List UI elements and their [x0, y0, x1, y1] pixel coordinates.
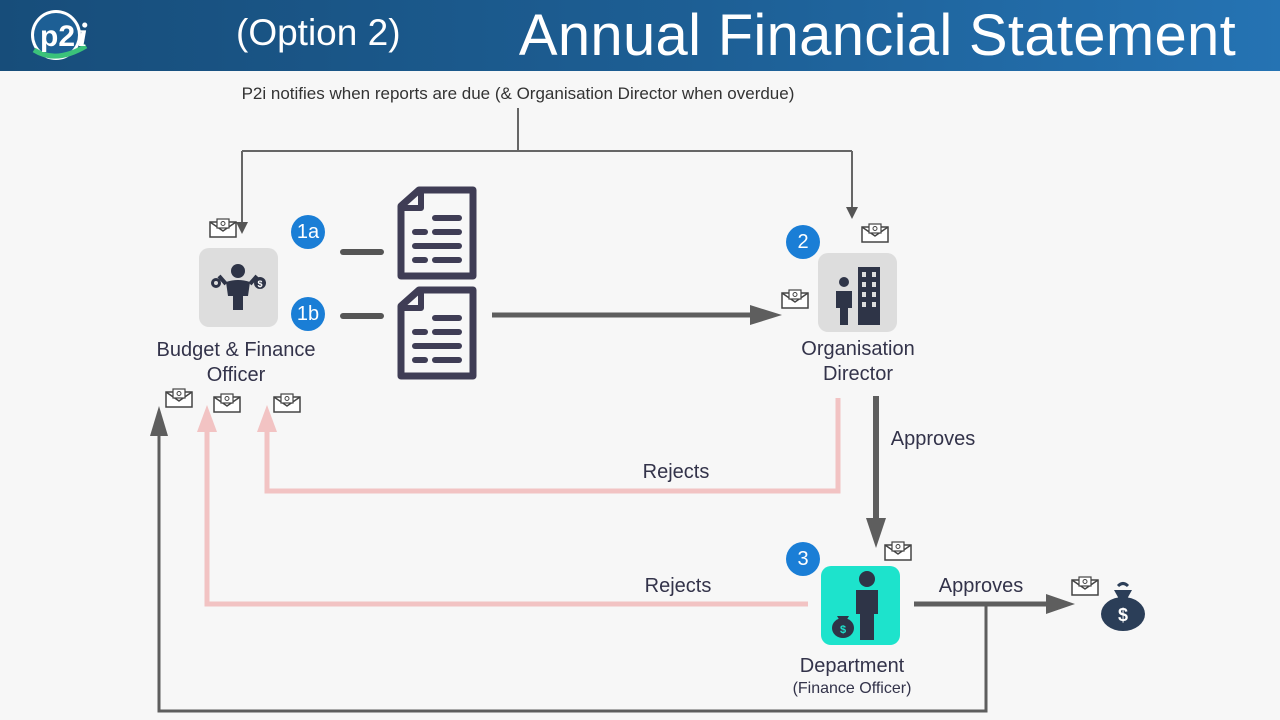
department-rejects-arrowhead	[197, 405, 217, 432]
department-approves-label: Approves	[938, 575, 1024, 597]
notify-arrowhead-director	[846, 207, 858, 219]
header-bar: p2 i (Option 2) Annual Financial Stateme…	[0, 0, 1280, 71]
submit-arrowhead	[750, 305, 782, 325]
money-bag-icon: $	[1101, 582, 1145, 631]
svg-text:$: $	[840, 624, 846, 636]
svg-text:p2: p2	[40, 20, 75, 53]
building-person-icon	[836, 267, 880, 325]
organisation-director-node	[818, 253, 897, 332]
bfo-label-line2: Officer	[206, 364, 266, 386]
budget-finance-officer-node: $	[199, 248, 278, 327]
envelope-icon-bfo-dir-reject	[273, 393, 301, 413]
badge-3: 3	[786, 542, 820, 576]
director-rejects-label: Rejects	[642, 461, 710, 483]
director-rejects-line	[264, 398, 841, 494]
option-label: (Option 2)	[236, 12, 401, 53]
notify-arrowhead-bfo	[236, 222, 248, 234]
director-rejects-arrowhead	[257, 405, 277, 432]
feedback-loop-arrowhead	[150, 406, 168, 436]
svg-text:$: $	[1118, 605, 1128, 625]
badge-1a: 1a	[291, 215, 325, 249]
envelope-icon-bfo-dept-reject	[213, 393, 241, 413]
department-label: Department (Finance Officer)	[752, 654, 952, 698]
envelope-icon-department	[884, 541, 912, 561]
person-money-bag-icon: $	[832, 571, 878, 640]
director-approves-label: Approves	[890, 428, 976, 450]
svg-text:i: i	[78, 17, 88, 54]
feedback-loop-line	[157, 432, 988, 713]
notify-text: P2i notifies when reports are due (& Org…	[241, 84, 795, 103]
department-node: $	[821, 566, 900, 645]
badge-2: 2	[786, 225, 820, 259]
bfo-label: Budget & Finance Officer	[136, 338, 336, 388]
envelope-icon-payment	[1071, 576, 1099, 596]
svg-text:$: $	[257, 279, 262, 289]
department-approves-arrowhead	[1046, 594, 1075, 614]
notify-connector	[241, 108, 853, 225]
person-finance-icon: $	[211, 264, 266, 310]
department-rejects-label: Rejects	[644, 575, 712, 597]
director-approves-arrowhead	[866, 518, 886, 548]
badge-1b: 1b	[291, 297, 325, 331]
bfo-label-line1: Budget & Finance	[156, 339, 316, 361]
envelope-icon-bfo-loop	[165, 388, 193, 408]
envelope-icon-director-side	[781, 289, 809, 309]
document-icon-1b	[397, 286, 477, 380]
department-label-line2: (Finance Officer)	[792, 680, 912, 697]
director-label: Organisation Director	[758, 337, 958, 387]
envelope-icon-director-top	[861, 223, 889, 243]
director-label-line2: Director	[822, 363, 893, 385]
director-label-line1: Organisation	[801, 338, 915, 360]
department-label-line1: Department	[799, 655, 905, 677]
department-rejects-line	[204, 430, 808, 607]
page-title: Annual Financial Statement	[518, 3, 1236, 68]
p2i-logo: p2 i	[31, 10, 88, 60]
envelope-icon-bfo-top	[209, 218, 237, 238]
document-icon-1a	[397, 186, 477, 280]
